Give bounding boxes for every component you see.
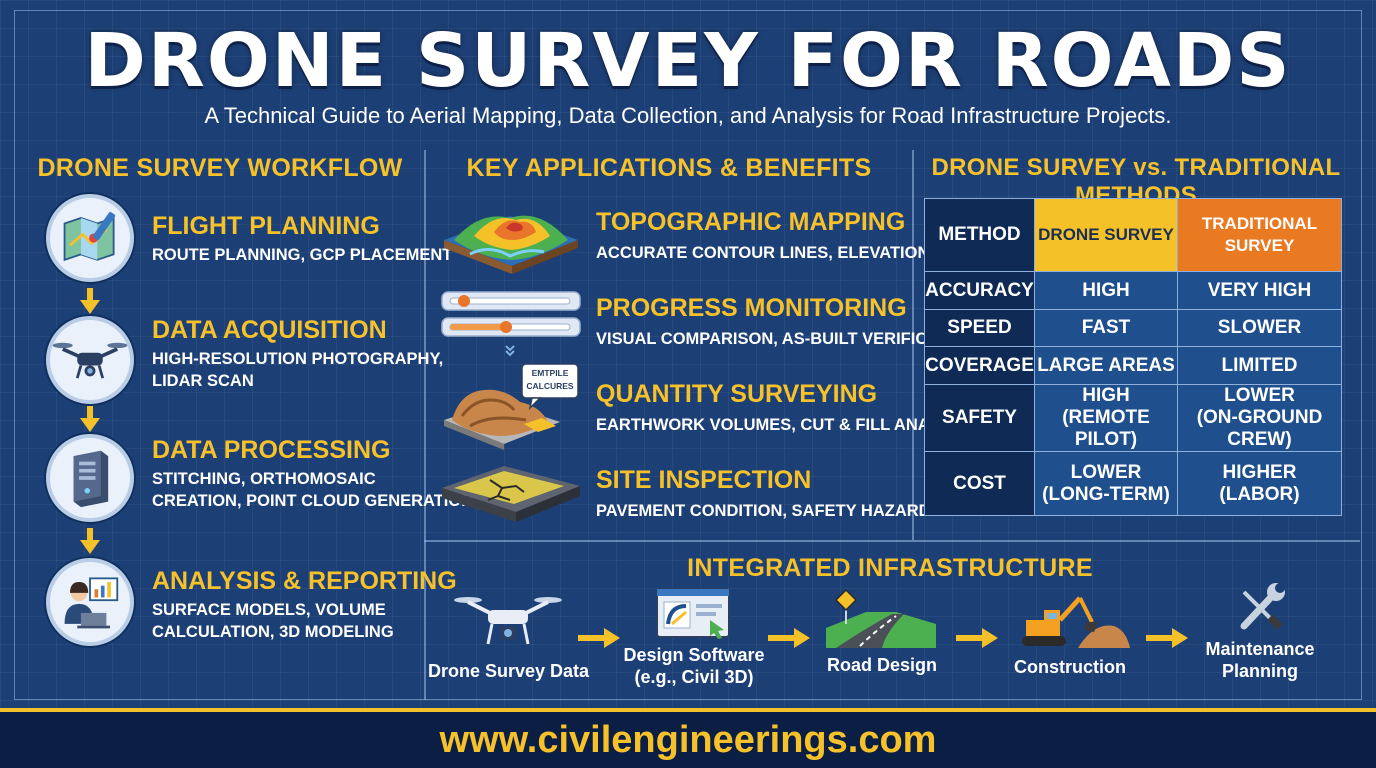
traditional-cell: VERY HIGH <box>1177 271 1342 310</box>
workflow-step-desc: HIGH-RESOLUTION PHOTOGRAPHY, <box>152 350 444 368</box>
right-arrow-icon <box>578 628 620 648</box>
cell-line: HIGH <box>1082 385 1130 406</box>
workflow-step-desc: CREATION, POINT CLOUD GENERATION <box>152 492 474 510</box>
cell-line: (LONG-TERM) <box>1042 483 1170 505</box>
application-desc: VISUAL COMPARISON, AS-BUILT VERIFICATION <box>596 330 978 348</box>
analysis-reporting-circle <box>46 558 134 646</box>
flow-step-label: Planning <box>1222 661 1298 681</box>
application-title: SITE INSPECTION <box>596 466 812 494</box>
table-row: ACCURACY HIGH VERY HIGH <box>924 271 1342 310</box>
cell-line: (ON-GROUND CREW) <box>1196 407 1323 450</box>
flow-step-label: Drone Survey Data <box>428 661 590 681</box>
application-title: QUANTITY SURVEYING <box>596 380 878 408</box>
divider-left-lower <box>424 540 426 700</box>
flow-step-label: Maintenance <box>1205 639 1315 659</box>
analyst-laptop-icon <box>64 577 119 629</box>
workflow-step-desc: ROUTE PLANNING, GCP PLACEMENT <box>152 246 453 264</box>
workflow-step-desc: LIDAR SCAN <box>152 372 254 390</box>
drone-cell: HIGH(REMOTE PILOT) <box>1034 384 1178 452</box>
application-desc: EARTHWORK VOLUMES, CUT & FILL ANALYSIS <box>596 416 976 434</box>
traditional-cell: HIGHER(LABOR) <box>1177 451 1342 516</box>
method-cell: SAFETY <box>924 384 1035 452</box>
down-arrow-icon <box>80 406 100 432</box>
table-header-row: METHOD DRONE SURVEY TRADITIONAL SURVEY <box>924 197 1342 273</box>
footer-url[interactable]: www.civilengineerings.com <box>0 712 1376 768</box>
table-row: COST LOWER(LONG-TERM) HIGHER(LABOR) <box>924 451 1342 516</box>
method-cell: COST <box>924 451 1035 516</box>
integrated-heading: INTEGRATED INFRASTRUCTURE <box>687 554 1093 582</box>
map-pencil-icon <box>63 211 116 262</box>
header-method: METHOD <box>924 197 1035 273</box>
page-title: DRONE SURVEY FOR ROADS <box>84 18 1292 104</box>
divider-right <box>912 150 914 540</box>
poster-frame <box>14 10 1362 700</box>
cell-line: (LABOR) <box>1219 483 1300 505</box>
design-software-icon <box>656 588 730 639</box>
drone-cell: FAST <box>1034 308 1178 348</box>
flow-step-label: Road Design <box>826 655 937 675</box>
cell-line: LOWER <box>1224 385 1295 406</box>
drone-camera-icon <box>454 597 562 645</box>
wrench-screwdriver-icon <box>1240 583 1285 630</box>
down-arrow-icon <box>80 288 100 314</box>
drone-cell: LOWER(LONG-TERM) <box>1034 451 1178 516</box>
workflow-step-desc: SURFACE MODELS, VOLUME <box>152 601 386 619</box>
down-arrow-icon <box>80 528 100 554</box>
workflow-step-desc: STITCHING, ORTHOMOSAIC <box>152 470 376 488</box>
method-cell: COVERAGE <box>924 346 1035 385</box>
callout-text: CALCURES <box>526 381 574 391</box>
callout-text: EMTPILE <box>531 368 569 378</box>
application-title: PROGRESS MONITORING <box>596 294 907 322</box>
right-arrow-icon <box>956 628 998 648</box>
header-drone-survey: DRONE SURVEY <box>1034 197 1178 273</box>
cell-line: (REMOTE PILOT) <box>1062 407 1150 450</box>
flight-planning-circle <box>46 194 134 282</box>
workflow-step-title: ANALYSIS & REPORTING <box>152 567 457 595</box>
table-row: SPEED FAST SLOWER <box>924 308 1342 348</box>
cracked-pavement-icon <box>442 466 580 522</box>
workflow-heading: DRONE SURVEY WORKFLOW <box>37 154 403 182</box>
traditional-cell: LIMITED <box>1177 346 1342 385</box>
footer-accent-bar <box>0 708 1376 712</box>
right-arrow-icon <box>768 628 810 648</box>
data-acquisition-circle <box>46 316 134 404</box>
progress-sliders-icon <box>441 291 581 357</box>
cell-line: HIGHER <box>1222 461 1297 483</box>
table-row: COVERAGE LARGE AREAS LIMITED <box>924 346 1342 385</box>
drone-cell: HIGH <box>1034 271 1178 310</box>
application-desc: ACCURATE CONTOUR LINES, ELEVATION DATA <box>596 244 978 262</box>
workflow-step-title: DATA PROCESSING <box>152 436 391 464</box>
comparison-table: METHOD DRONE SURVEY TRADITIONAL SURVEY A… <box>924 197 1342 516</box>
header-traditional-survey: TRADITIONAL SURVEY <box>1177 197 1342 273</box>
method-cell: SPEED <box>924 308 1035 348</box>
drone-icon <box>52 342 128 379</box>
divider-left <box>424 150 426 540</box>
workflow-step-title: FLIGHT PLANNING <box>152 212 380 240</box>
computer-tower-icon <box>73 450 109 508</box>
flow-step-label: Construction <box>1014 657 1126 677</box>
application-desc: PAVEMENT CONDITION, SAFETY HAZARDS <box>596 502 942 520</box>
workflow-step-desc: CALCULATION, 3D MODELING <box>152 623 394 641</box>
divider-bottom <box>424 540 1360 542</box>
cell-line: LOWER <box>1070 461 1142 483</box>
traditional-cell: LOWER(ON-GROUND CREW) <box>1177 384 1342 452</box>
excavator-icon <box>1022 596 1130 648</box>
application-title: TOPOGRAPHIC MAPPING <box>596 208 906 236</box>
flow-step-label: Design Software <box>623 645 765 665</box>
right-arrow-icon <box>1146 628 1188 648</box>
traditional-cell: SLOWER <box>1177 308 1342 348</box>
page-subtitle: A Technical Guide to Aerial Mapping, Dat… <box>204 103 1172 128</box>
workflow-step-title: DATA ACQUISITION <box>152 316 387 344</box>
data-processing-circle <box>46 434 134 522</box>
table-row: SAFETY HIGH(REMOTE PILOT) LOWER(ON-GROUN… <box>924 384 1342 452</box>
method-cell: ACCURACY <box>924 271 1035 310</box>
road-icon <box>826 588 936 648</box>
applications-heading: KEY APPLICATIONS & BENEFITS <box>466 154 872 182</box>
earthwork-pile-icon <box>444 363 579 450</box>
terrain-map-icon <box>444 215 578 274</box>
flow-step-label: (e.g., Civil 3D) <box>634 667 754 687</box>
drone-cell: LARGE AREAS <box>1034 346 1178 385</box>
